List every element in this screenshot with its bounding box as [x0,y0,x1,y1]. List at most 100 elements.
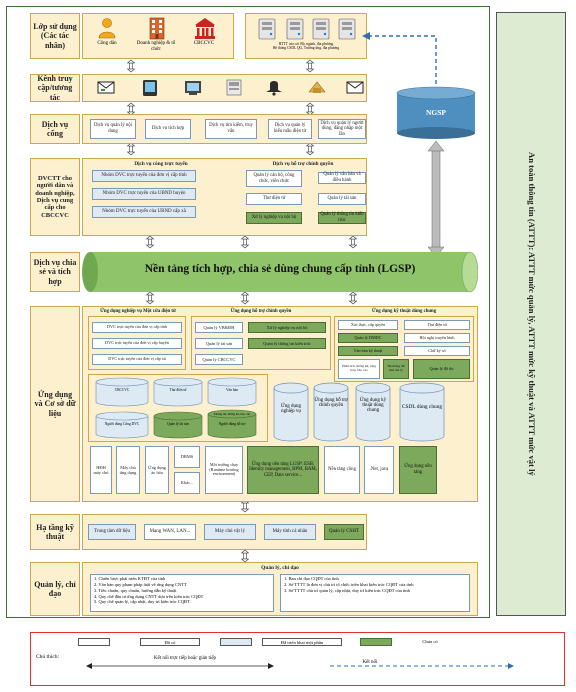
government-icon [193,16,217,40]
app-vbdh: Quản lý VB&ĐH [195,322,243,333]
legend-swatch-done [78,638,110,646]
one-stop-group-title: Ứng dụng nghiệp vụ Một cửa điện tử [100,309,176,314]
bigdb-shared: Ứng dụng kỹ thuật dùng chung [359,398,387,413]
public-platform: Nền tảng công [324,446,360,494]
external-systems-label: HTTT của các Bộ, ngành, địa phương Hệ th… [272,42,340,51]
os-server: HĐH máy chủ [90,446,112,494]
app-server: Máy chủ ứng dụng [116,446,140,494]
layer-label-lgsp: Dịch vụ chia sẻ và tích hợp [30,252,80,292]
admin-service-email: Thư điện tử [246,193,302,205]
ngsp-node [393,86,479,140]
shared-tech-group-title: Ứng dụng kỹ thuật dùng chung [371,309,437,314]
db-support-users: Người dùng hỗ trợ [218,422,246,426]
infra-management: Quản lý CSHT [324,524,364,540]
db-portal-users: Người dùng Cổng DVC [104,422,140,426]
layer-label-channels: Kênh truy cập/tương tác [30,74,80,102]
db-cluster [88,374,268,442]
portal-service-3: Dịch vụ tìm kiếm, truy vấn [205,119,257,139]
infra-datacenter: Trung tâm dữ liệu [88,524,136,540]
legend-conn-direct: Kết nối trực tiếp hoặc gián tiếp [153,656,217,661]
lgsp-platform-app: Ứng dụng nền tảng LGSP: ESB, Identity ma… [247,446,319,494]
layer-label-infra: Hạ tầng kỹ thuật [30,514,80,550]
lgsp-title: Nền tảng tích hợp, chia sẻ dùng chung cấ… [144,263,416,275]
app-architecture: Quản lý thông tin kiến trúc [248,338,326,349]
db-cylinders [95,377,257,439]
architecture-frame [6,6,490,618]
one-stop-commune: DVC trực tuyến của đơn vị cấp xã [92,354,182,365]
legend-title: Chú thích: [36,654,60,660]
app-cbccvc: Quản lý CBCCVC [195,354,243,365]
tech-report: Phân tích, thống kê, tổng hợp, báo cáo [338,359,380,379]
security-text: An toàn thông tin (ATTT): ATTT mức quản … [526,152,537,476]
tech-urban: Quản lý đô thị [413,359,470,379]
public-service-province: Nhóm DVC trực tuyến của đơn vị cấp tỉnh [92,170,196,182]
db-documents: Văn bản [225,388,239,392]
legend-label-missing: Chưa có [422,639,438,644]
infra-pcs: Máy tính cá nhân [264,524,316,540]
virtualization: Ứng dụng ảo hóa [145,446,169,494]
enterprise-label: Doanh nghiệp & tổ chức [136,41,176,52]
portal-service-1: Dịch vụ quản lý nội dung [90,119,136,139]
layer-label-apps: Ứng dụng và Cơ sở dữ liệu [30,306,80,502]
tech-dmdc: Quản lý DMDC [338,333,398,343]
legend-label-partial: Đã triển khai một phần [262,638,342,646]
legend-connectors [86,663,514,669]
legend [30,632,565,686]
email-icon [97,81,115,94]
mgmt-policy-list: 1. Chiến lược phát triển KTĐT của tỉnh 2… [90,574,274,612]
ngsp-label: NGSP [425,108,446,117]
big-db-cylinders [273,382,445,442]
csdl-shared: CSDL dùng chung [401,404,443,410]
citizen-icon [96,17,118,39]
tech-email: Thư điện tử [404,320,470,330]
db-cbccvc: CBCCVC [114,388,130,392]
mgmt-org-list: 1. Ban chỉ đạo CQĐT của tỉnh 2. Sở TTTT … [280,574,470,612]
admin-services-title: Dịch vụ hỗ trợ chính quyền [272,161,334,167]
tech-auth: Xác thực, cấp quyền [338,320,398,330]
security-bar [496,12,566,616]
one-stop-district: DVC trực tuyến của đơn vị cấp huyện [92,338,182,349]
bigdb-support: Ứng dụng hỗ trợ chính quyền [314,398,348,408]
admin-service-docs: Quản lý văn bản và điều hành [318,172,366,184]
tech-docs: Văn bản kỹ thuật [338,346,398,356]
layer-label-portal: Dịch vụ cổng [30,114,80,144]
cbccvc-label: CBCCVC [193,41,215,46]
lgsp-cylinder [82,250,479,294]
tech-signature: Chữ ký số [404,346,470,356]
net-java: .Net, java [364,446,394,494]
one-stop-group [88,316,186,370]
gov-support-group-title: Ứng dụng hỗ trợ chính quyền [230,309,292,314]
layer-label-dvctt: DVCTT cho người dân và doanh nghiệp, Dịc… [30,158,80,236]
portal-service-2: Dịch vụ tích hợp [145,119,191,139]
legend-swatch-missing [360,638,392,646]
gov-support-group [191,316,331,370]
tech-gis: Hệ thống dữ liệu địa lý [383,359,409,379]
legend-conn-link: Kết nối [362,660,378,665]
dbms: DBMS [174,446,200,468]
enterprise-icon [147,16,167,40]
infra-servers: Máy chủ vật lý [204,524,256,540]
admin-service-staff: Quản lý cán bộ, công chức, viên chức [246,170,302,187]
layer-label-mgmt: Quản lý, chỉ đạo [30,562,80,616]
admin-service-internal: Xử lý nghiệp vụ nội bộ [246,212,302,224]
portal-service-4: Dịch vụ quản lý biểu mẫu điện tử [268,119,312,139]
layer-label-users: Lớp sử dụng (Các tác nhân) [30,13,80,59]
admin-service-assets: Quản lý tài sản [318,193,366,205]
platform-apps: Ứng dụng nền tảng [399,446,437,494]
shared-tech-group [334,316,474,382]
public-service-commune: Nhóm DVC trực tuyến của UBND cấp xã [92,206,196,218]
legend-label-done: Đã có [140,638,200,646]
runtime-env: Môi trường chạy (Runtime hosting environ… [205,446,243,494]
infra-network: Mạng WAN, LAN... [144,524,196,540]
db-statistics: Thông tin, thống kê, báo cáo [213,412,251,416]
tech-video-conf: Hội nghị truyền hình [404,333,470,343]
server-icons [255,16,359,40]
app-assets: Quản lý tài sản [195,338,243,349]
public-service-district: Nhóm DVC trực tuyến của UBND huyện [92,188,196,200]
ngsp-lgsp-arrow [427,140,445,258]
legend-swatch-partial [220,638,252,646]
public-services-title: Dịch vụ công trực tuyến [134,161,188,167]
bigdb-business: Ứng dụng nghiệp vụ [280,404,302,414]
db-assets: Quản lý tài sản [167,422,189,426]
mgmt-title: Quản lý, chỉ đạo [261,565,299,571]
